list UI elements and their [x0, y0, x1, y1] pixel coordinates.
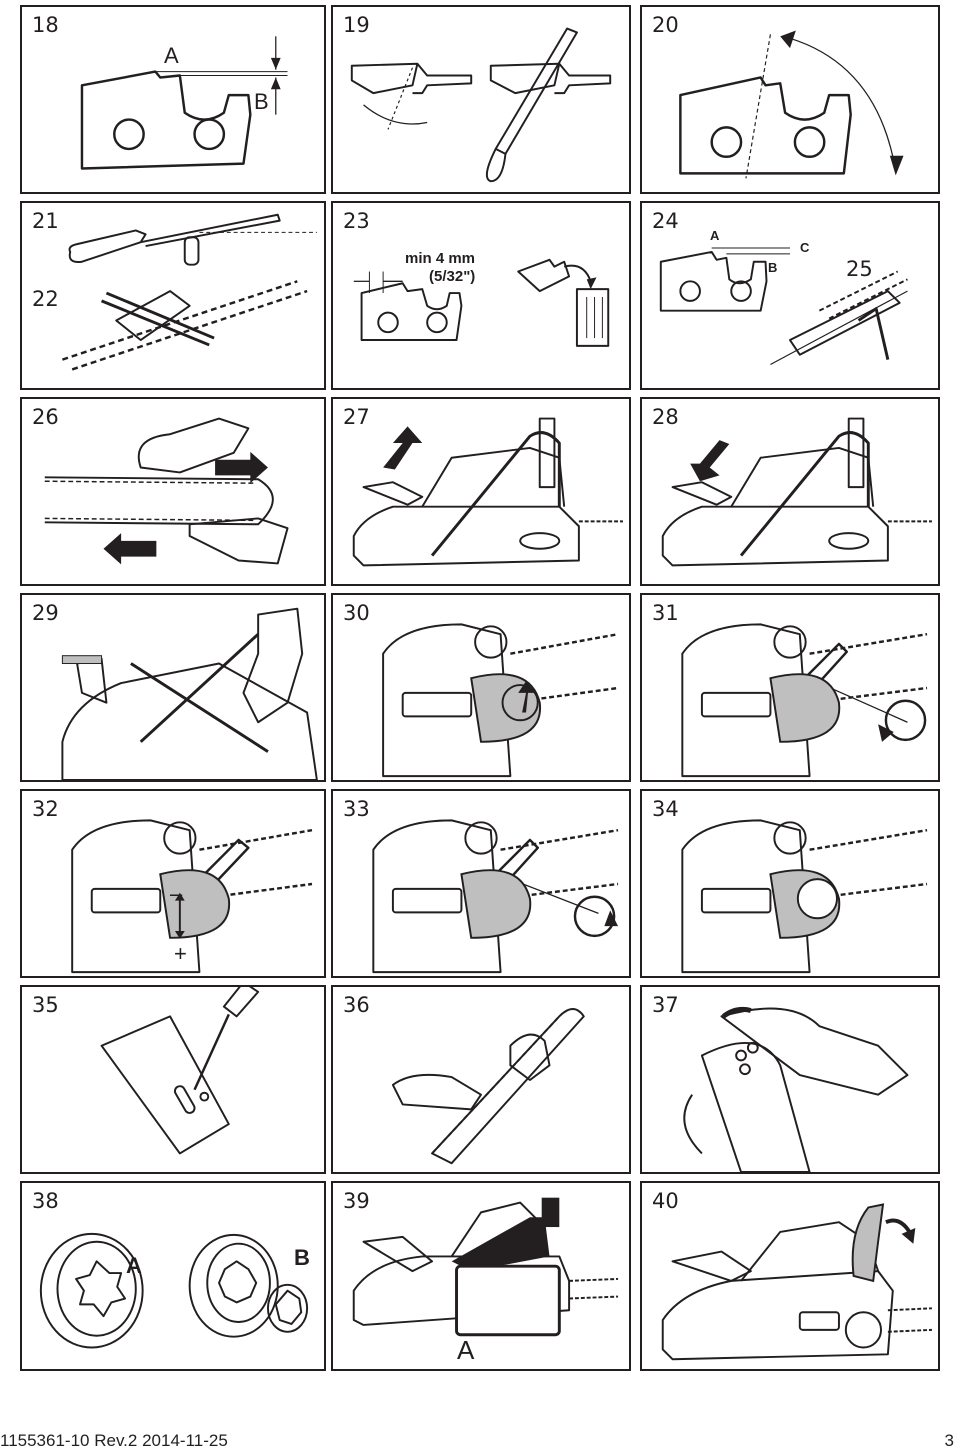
panel-number: 20: [652, 13, 679, 37]
panel-35: 35: [20, 985, 326, 1174]
panel-18: 18 A B: [20, 5, 326, 194]
panel-33: 33: [331, 789, 631, 978]
tensioner-tighten-drawing: [372, 819, 619, 974]
panel-39: 39 A: [331, 1181, 631, 1371]
plus-label: +: [174, 941, 187, 966]
inch-label: (5/32"): [429, 268, 476, 285]
panel-number: 40: [652, 1189, 679, 1213]
minus-label: –: [170, 881, 183, 906]
panel-37: 37: [640, 985, 940, 1174]
label-a: A: [457, 1335, 475, 1365]
document-reference: 1155361-10 Rev.2 2014-11-25: [0, 1431, 228, 1450]
panel-27: 27: [331, 397, 631, 586]
panel-number: 30: [343, 601, 370, 625]
panel-number: 37: [652, 993, 679, 1017]
panel-number: 28: [652, 405, 679, 429]
bar-groove-clean-drawing: [100, 987, 260, 1155]
panel-number: 34: [652, 797, 679, 821]
panel-number: 21: [32, 209, 59, 233]
panel-34: 34: [640, 789, 940, 978]
file-holder-drawing: [62, 213, 317, 371]
panel-number: 27: [343, 405, 370, 429]
panel-number: 32: [32, 797, 59, 821]
incorrect-brake-drawing: [61, 607, 318, 780]
file-angle-drawing: [350, 27, 612, 183]
panel-subnumber: 25: [846, 257, 873, 281]
panel-20: 20: [640, 5, 940, 194]
drive-sprocket-drawing: [39, 1232, 309, 1349]
tensioner-loosen-drawing: [681, 623, 928, 778]
page-number: 3: [944, 1431, 954, 1450]
panel-40: 40: [640, 1181, 940, 1371]
bar-tip-lubricate-drawing: [683, 1006, 909, 1172]
panel-number: 39: [343, 1189, 370, 1213]
panel-number: 33: [343, 797, 370, 821]
panel-19: 19: [331, 5, 631, 194]
panel-number: 35: [32, 993, 59, 1017]
panel-number: 19: [343, 13, 370, 37]
knob-locked-drawing: [681, 819, 928, 974]
panel-number: 36: [343, 993, 370, 1017]
label-a: A: [164, 43, 179, 68]
panel-30: 30: [331, 593, 631, 782]
panel-23: 23 min 4 mm (5/32"): [331, 201, 631, 390]
chain-brake-engage-drawing: [661, 417, 932, 567]
label-a: A: [710, 228, 720, 243]
cutter-tooth-drawing: [80, 36, 288, 170]
panel-number: 24: [652, 209, 679, 233]
panel-number: 38: [32, 1189, 59, 1213]
panel-number: 23: [343, 209, 370, 233]
worn-cutter-drawing: [353, 258, 610, 347]
bar-inspection-drawing: [391, 1008, 585, 1165]
bar-guard-drawing: [352, 1197, 619, 1337]
tension-adjust-drawing: [71, 819, 313, 974]
panel-31: 31: [640, 593, 940, 782]
depth-gauge-drawing: [679, 30, 904, 179]
panel-38: 38 A B: [20, 1181, 326, 1371]
panel-24-25: 24 25 A B C: [640, 201, 940, 390]
panel-32: 32 – +: [20, 789, 326, 978]
label-a: A: [126, 1253, 142, 1278]
panel-28: 28: [640, 397, 940, 586]
chain-brake-release-drawing: [352, 417, 623, 567]
brake-lever-drawing: [661, 1203, 932, 1361]
panel-number: 26: [32, 405, 59, 429]
label-b: B: [294, 1245, 310, 1270]
panel-subnumber: 22: [32, 287, 59, 311]
panel-36: 36: [331, 985, 631, 1174]
panel-26: 26: [20, 397, 326, 586]
panel-number: 29: [32, 601, 59, 625]
panel-number: 18: [32, 13, 59, 37]
panel-21-22: 21 22: [20, 201, 326, 390]
min-4mm-label: min 4 mm: [405, 250, 476, 267]
depth-gauge-tool-drawing: [659, 247, 908, 366]
label-b: B: [768, 260, 778, 275]
clutch-cover-drawing: [382, 623, 619, 778]
panel-number: 31: [652, 601, 679, 625]
bar-reversal-drawing: [44, 417, 289, 565]
panel-29: 29: [20, 593, 326, 782]
label-c: C: [800, 240, 810, 255]
label-b: B: [254, 89, 269, 114]
